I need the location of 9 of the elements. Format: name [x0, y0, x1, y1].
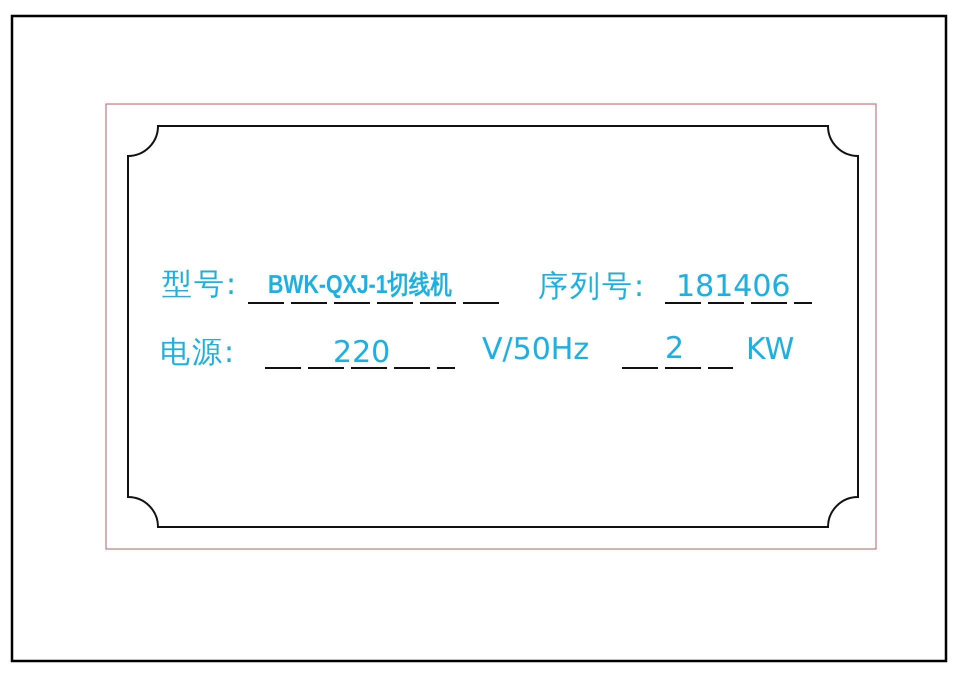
power-value: 2 — [665, 334, 684, 364]
unit-text: KW — [746, 335, 794, 365]
field-label: 序列号: — [538, 272, 646, 302]
serial-value: 181406 — [676, 272, 791, 302]
field-label: 电源: — [160, 338, 236, 368]
model-value: BWK-QXJ-1切线机 — [268, 271, 452, 297]
unit-text: V/50Hz — [482, 335, 590, 365]
field-label: 型号: — [162, 270, 238, 300]
voltage-value: 220 — [333, 338, 390, 368]
